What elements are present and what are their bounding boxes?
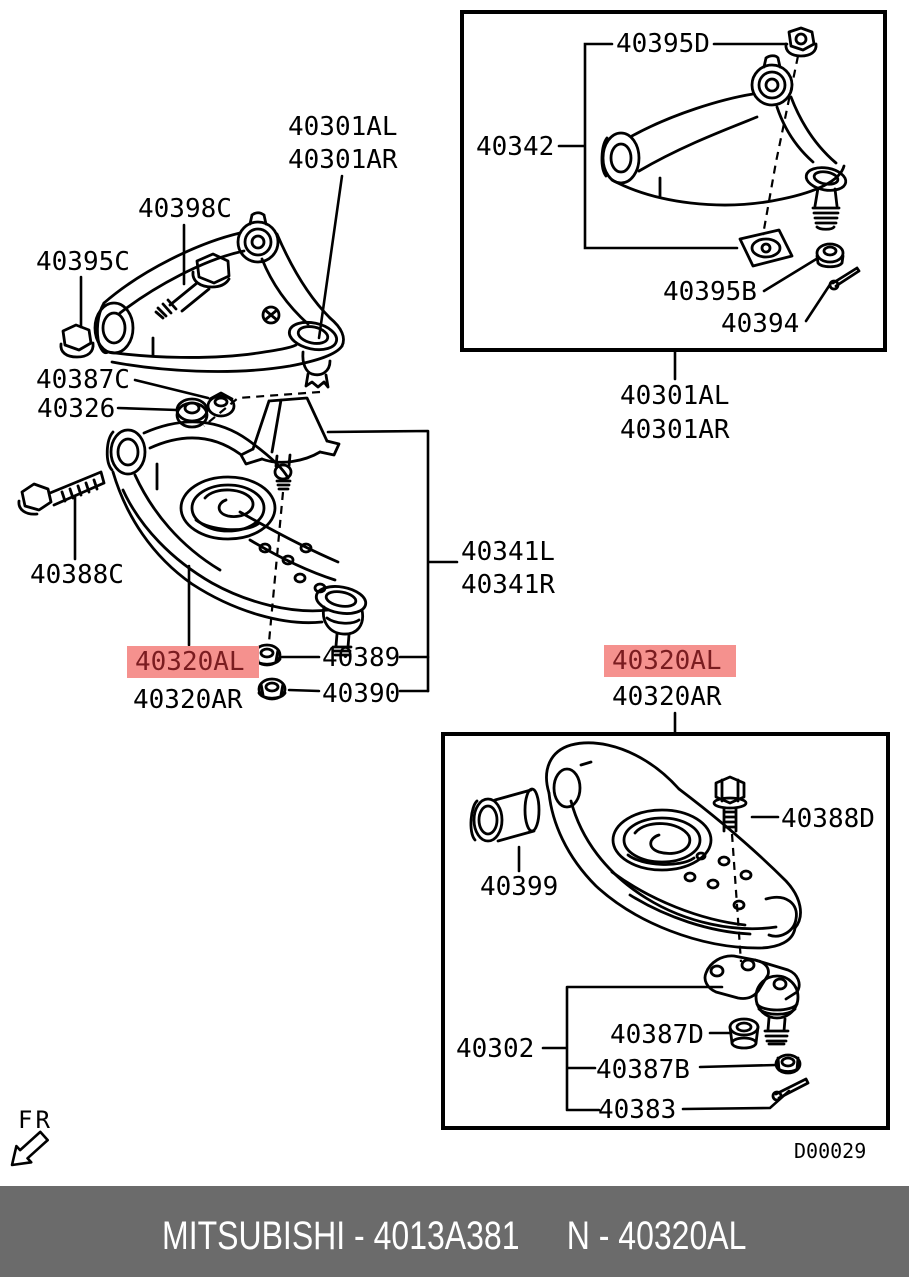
part-label-40388c[interactable]: 40388C	[30, 560, 124, 590]
part-label-40387c[interactable]: 40387C	[36, 365, 130, 395]
part-label-40326[interactable]: 40326	[37, 394, 116, 424]
part-label-40341l[interactable]: 40341L	[461, 537, 555, 567]
part-label-40395d[interactable]: 40395D	[616, 29, 710, 59]
part-label-40342[interactable]: 40342	[476, 132, 555, 162]
diagram-code: D00029	[794, 1139, 867, 1163]
part-label-40395c[interactable]: 40395C	[36, 247, 130, 277]
part-label-40383[interactable]: 40383	[598, 1095, 677, 1125]
part-label-40320al-right-highlighted[interactable]: 40320AL	[604, 645, 736, 677]
part-label-40341r[interactable]: 40341R	[461, 570, 555, 600]
part-label-40389[interactable]: 40389	[322, 643, 401, 673]
suspension-parts-line-art	[10, 10, 890, 1167]
footer-part-reference: N - 40320AL	[566, 1214, 747, 1258]
part-label-40388d[interactable]: 40388D	[781, 804, 875, 834]
part-label-40399[interactable]: 40399	[480, 872, 559, 902]
footer-text: MITSUBISHI - 4013A381 N - 40320AL	[162, 1214, 746, 1259]
part-label-40398c[interactable]: 40398C	[138, 194, 232, 224]
part-label-40390[interactable]: 40390	[322, 679, 401, 709]
upper-arm-detail-box	[460, 10, 887, 352]
footer-bar: MITSUBISHI - 4013A381 N - 40320AL	[0, 1186, 909, 1277]
part-label-40302[interactable]: 40302	[456, 1034, 535, 1064]
detail-boxes	[441, 10, 890, 1130]
lower-arm-detail-box	[441, 732, 890, 1130]
part-label-40395b[interactable]: 40395B	[663, 277, 757, 307]
part-label-40301al-left[interactable]: 40301AL	[288, 112, 398, 142]
part-label-40320ar-left[interactable]: 40320AR	[133, 685, 243, 715]
front-direction-arrow-icon	[10, 1130, 49, 1167]
footer-catalog-reference: MITSUBISHI - 4013A381	[162, 1214, 520, 1258]
part-label-40394[interactable]: 40394	[721, 309, 800, 339]
part-label-40320ar-right[interactable]: 40320AR	[612, 682, 722, 712]
part-label-40320al-left-highlighted[interactable]: 40320AL	[127, 646, 259, 678]
assembly-dashed-lines	[203, 55, 800, 963]
upper-arm-detail-drawing	[600, 26, 861, 291]
front-direction-label: FR	[18, 1106, 53, 1134]
part-label-40301ar-left[interactable]: 40301AR	[288, 145, 398, 175]
part-label-40301al-right[interactable]: 40301AL	[620, 381, 730, 411]
part-label-40387d[interactable]: 40387D	[610, 1020, 704, 1050]
leader-lines	[73, 42, 833, 1112]
lower-arm-detail-drawing	[469, 741, 810, 1102]
part-label-40387b[interactable]: 40387B	[596, 1055, 690, 1085]
part-label-40301ar-right[interactable]: 40301AR	[620, 415, 730, 445]
upper-control-arm-drawing	[59, 211, 345, 429]
